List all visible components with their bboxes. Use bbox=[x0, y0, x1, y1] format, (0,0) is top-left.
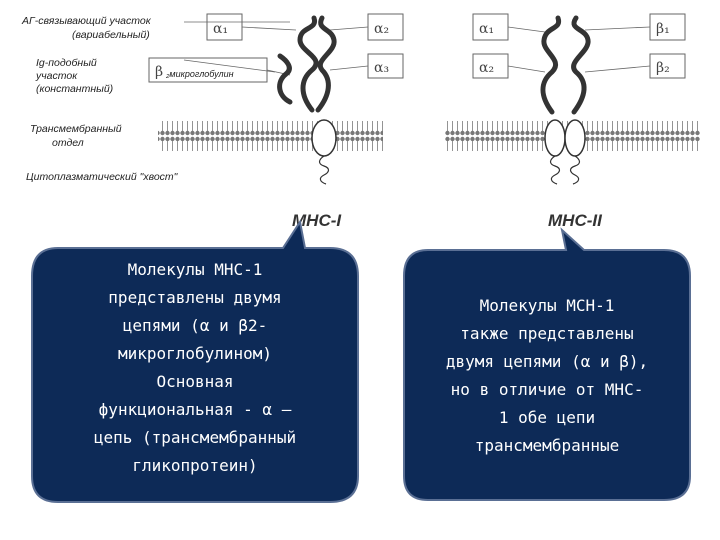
callout-right-line-3: двумя цепями (α и β), bbox=[446, 352, 648, 371]
callout-left-line-8: гликопротеин) bbox=[132, 456, 257, 475]
mhc1-alpha1-label: α₁ bbox=[213, 21, 228, 37]
label-ig-like-2: участок bbox=[35, 70, 78, 82]
mhc2-transmembrane-alpha bbox=[544, 119, 566, 157]
callout-left-bubble bbox=[31, 219, 359, 503]
callout-left-line-3: цепями (α и β2- bbox=[123, 316, 268, 335]
mhc1-alpha2-box bbox=[367, 13, 404, 41]
mhc2-beta1-label: β₁ bbox=[656, 21, 670, 37]
mhc1-alpha3-label: α₃ bbox=[374, 60, 389, 76]
callout-right-text: Молекулы МСН-1 также представлены двумя … bbox=[446, 296, 648, 455]
callout-right-line-6: трансмембранные bbox=[475, 436, 620, 455]
callout-left-line-4: микроглобулином) bbox=[118, 344, 272, 363]
mhc2-alpha-chain bbox=[540, 15, 562, 115]
mhc1-beta2-domain bbox=[277, 53, 293, 105]
callout-left-line-1: Молекулы МНС-1 bbox=[128, 260, 263, 279]
mhc1-alpha1-domain bbox=[297, 15, 319, 113]
leader-lines bbox=[183, 21, 651, 76]
mhc2-cytoplasmic-tail-beta bbox=[569, 155, 581, 185]
mhc1-molecule bbox=[277, 15, 337, 113]
mhc1-beta2-label: β bbox=[155, 64, 163, 80]
mhc1-alpha2-domain bbox=[315, 15, 337, 113]
callout-left-line-6: функциональная - α – bbox=[99, 400, 292, 419]
label-ag-binding-sub: (вариабельный) bbox=[72, 29, 150, 41]
callout-left-line-5: Основная bbox=[156, 372, 233, 391]
callout-left-text: Молекулы МНС-1 представлены двумя цепями… bbox=[94, 260, 296, 475]
callout-right-line-4: но в отличие от МНС- bbox=[451, 380, 644, 399]
mhc1-alpha1-box bbox=[206, 13, 243, 41]
label-ag-binding: АГ-связывающий участок bbox=[21, 15, 152, 27]
mhc1-transmembrane bbox=[311, 119, 337, 157]
mhc1-alpha3-box bbox=[367, 53, 404, 79]
callout-right-line-5: 1 обе цепи bbox=[499, 408, 595, 427]
label-ig-like: Ig-подобный bbox=[36, 57, 97, 69]
callout-right-bubble bbox=[403, 227, 691, 501]
callout-left-line-2: представлены двумя bbox=[108, 288, 281, 307]
mhc2-title: MHC-II bbox=[548, 211, 603, 230]
mhc2-beta-chain bbox=[571, 15, 591, 115]
label-transmembrane: Трансмембранный bbox=[30, 123, 122, 135]
mhc1-beta2-sub-label: ₂микроглобулин bbox=[165, 69, 234, 79]
mhc2-beta2-label: β₂ bbox=[656, 60, 670, 76]
mhc2-transmembrane-beta bbox=[564, 119, 586, 157]
mhc2-cytoplasmic-tail-alpha bbox=[549, 155, 561, 185]
mhc2-alpha2-label: α₂ bbox=[479, 60, 494, 76]
label-ig-like-sub: (константный) bbox=[36, 83, 113, 95]
mhc2-molecule bbox=[540, 15, 591, 115]
mhc1-alpha2-label: α₂ bbox=[374, 21, 389, 37]
label-transmembrane-2: отдел bbox=[52, 137, 84, 149]
label-cytoplasmic: Цитоплазматический "хвост" bbox=[26, 171, 179, 183]
mhc2-alpha2-box bbox=[472, 53, 509, 79]
membrane-left bbox=[158, 121, 383, 155]
mhc2-beta1-box bbox=[649, 13, 686, 41]
callout-left-line-7: цепь (трансмембранный bbox=[94, 428, 296, 447]
mhc1-cytoplasmic-tail bbox=[318, 155, 330, 185]
callout-right-line-2: также представлены bbox=[460, 324, 633, 343]
mhc1-title: MHC-I bbox=[292, 211, 342, 230]
mhc2-alpha1-box bbox=[472, 13, 509, 41]
callout-right-line-1: Молекулы МСН-1 bbox=[480, 296, 615, 315]
mhc2-alpha1-label: α₁ bbox=[479, 21, 494, 37]
mhc1-beta2-box bbox=[148, 57, 268, 83]
